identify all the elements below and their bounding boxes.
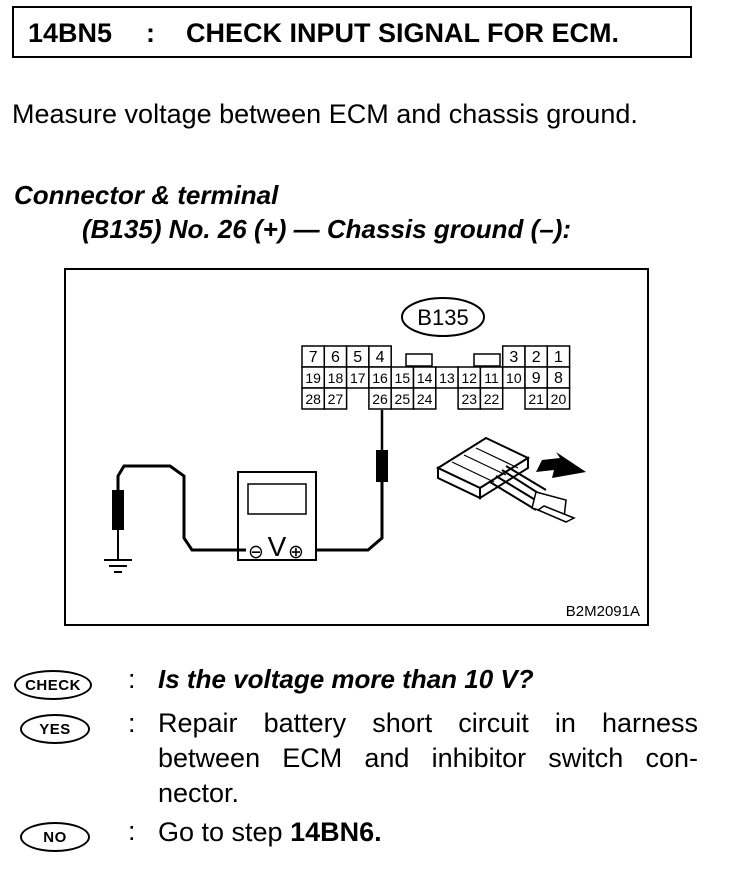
pin-label-24: 24 [417, 391, 433, 407]
step-header: 14BN5 : CHECK INPUT SIGNAL FOR ECM. [12, 6, 692, 58]
no-answer-step: 14BN6. [290, 817, 382, 847]
pin-label-5: 5 [353, 349, 362, 366]
pin-label-28: 28 [305, 391, 321, 407]
lead-minus [116, 464, 246, 552]
pin-cell-22 [479, 387, 504, 410]
check-colon: : [128, 664, 136, 694]
pin-label-18: 18 [328, 370, 344, 386]
pin-cell-24 [412, 387, 437, 410]
pin-label-10: 10 [506, 370, 522, 386]
pin-label-27: 27 [328, 391, 344, 407]
pin-label-22: 22 [484, 391, 500, 407]
yes-answer: Repair battery short circuit in harness … [158, 708, 698, 808]
pin-cell-27 [323, 387, 348, 410]
pin-label-3: 3 [509, 349, 518, 366]
connector-label-oval [401, 297, 485, 337]
meter-v: V [268, 531, 287, 562]
probe-minus [112, 490, 124, 530]
pin-label-12: 12 [461, 370, 477, 386]
latch-left [405, 353, 433, 367]
pin-label-13: 13 [439, 370, 455, 386]
lead-plus [309, 482, 384, 552]
connector-spec: (B135) No. 26 (+) — Chassis ground (–): [82, 214, 572, 244]
pin-label-8: 8 [554, 370, 563, 387]
pin-label-26: 26 [372, 391, 388, 407]
connector-heading: Connector & terminal [14, 180, 279, 210]
step-code: 14BN5 [28, 18, 113, 48]
pin-label-17: 17 [350, 370, 366, 386]
pin-label-19: 19 [305, 370, 321, 386]
probe-plus [376, 450, 388, 482]
no-badge: NO [20, 822, 90, 852]
connector-illustration [435, 436, 586, 523]
pin-label-6: 6 [331, 349, 340, 366]
voltmeter-display [247, 483, 307, 515]
pin-label-14: 14 [417, 370, 433, 386]
check-question: Is the voltage more than 10 V? [158, 664, 534, 694]
pin-label-20: 20 [551, 391, 567, 407]
pin-label-21: 21 [528, 391, 544, 407]
check-badge: CHECK [14, 670, 92, 700]
pin-label-9: 9 [532, 370, 541, 387]
meter-plus: ⊕ [288, 541, 304, 563]
pin-label-4: 4 [376, 349, 385, 366]
step-colon: : [146, 18, 155, 48]
no-colon: : [128, 816, 136, 846]
connector-label: B135 [417, 305, 468, 330]
meter-minus: ⊖ [248, 541, 264, 563]
no-answer-prefix: Go to step [158, 817, 291, 847]
no-answer: Go to step 14BN6. [158, 815, 698, 850]
step-title: CHECK INPUT SIGNAL FOR ECM. [186, 18, 620, 48]
pin-label-23: 23 [461, 391, 477, 407]
yes-badge: YES [20, 714, 90, 744]
pin-label-1: 1 [554, 349, 563, 366]
pin-label-11: 11 [484, 370, 499, 386]
pin-label-7: 7 [309, 349, 318, 366]
latch-right [473, 353, 501, 367]
pin-label-25: 25 [395, 391, 411, 407]
pin-label-2: 2 [532, 349, 541, 366]
figure-id: B2M2091A [566, 603, 640, 620]
pin-cell-20 [546, 387, 571, 410]
intro-text: Measure voltage between ECM and chassis … [12, 99, 638, 129]
pin-label-15: 15 [395, 370, 411, 386]
pin-label-16: 16 [372, 370, 388, 386]
yes-colon: : [128, 708, 136, 738]
